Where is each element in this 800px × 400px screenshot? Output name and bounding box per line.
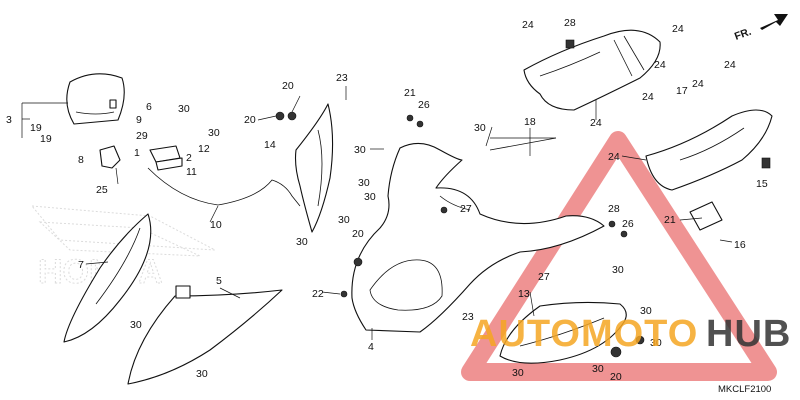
part-2-bracket <box>149 145 183 171</box>
callout-1: 1 <box>134 147 140 159</box>
callout-30: 16 <box>734 239 746 251</box>
leader-lines <box>85 86 733 340</box>
watermark-triangle <box>461 131 777 381</box>
callout-20: 20 <box>610 371 622 383</box>
callout-25: 25 <box>96 184 108 196</box>
callout-24: 24 <box>654 59 666 71</box>
part-4-front-cover <box>351 142 605 333</box>
part-15-right-panel <box>645 109 773 191</box>
callout-24: 24 <box>522 19 534 31</box>
callout-30: 30 <box>364 191 376 203</box>
callout-30: 30 <box>592 363 604 375</box>
front-direction-indicator: FR. <box>733 14 788 43</box>
callout-22: 22 <box>312 288 324 300</box>
callout-30: 30 <box>612 264 624 276</box>
callout-3: 3 <box>6 114 12 126</box>
callout-6: 6 <box>146 101 152 113</box>
callout-23: 23 <box>336 72 348 84</box>
callout-30: 30 <box>354 144 366 156</box>
callout-8: 8 <box>78 154 84 166</box>
callout-26: 26 <box>418 99 430 111</box>
callout-20: 20 <box>352 228 364 240</box>
callout-17: 24 <box>590 117 602 129</box>
callout-5: 5 <box>216 275 222 287</box>
callout-21: 21 <box>404 87 416 99</box>
callout-27: 27 <box>538 271 550 283</box>
callout-29: 29 <box>136 130 148 142</box>
callout-30: 30 <box>196 368 208 380</box>
callout-10: 10 <box>210 219 222 231</box>
callout-26: 28 <box>608 203 620 215</box>
part-10-cable <box>147 167 301 207</box>
callout-14: 14 <box>264 139 276 151</box>
callout-24: 17 <box>676 85 688 97</box>
callout-20: 30 <box>650 337 662 349</box>
callout-15: 24 <box>608 151 620 163</box>
callout-9: 9 <box>136 114 142 126</box>
part-3-visor <box>66 73 125 125</box>
callout-24: 24 <box>672 23 684 35</box>
callout-4: 4 <box>368 341 374 353</box>
callout-7: 7 <box>78 259 84 271</box>
callout-30: 30 <box>208 127 220 139</box>
callout-13: 13 <box>518 288 530 300</box>
callout-30: 30 <box>130 319 142 331</box>
callout-12: 12 <box>198 143 210 155</box>
watermark-text-1: AUTOMOTO <box>470 313 698 355</box>
fasteners <box>275 39 771 358</box>
callout-28: 28 <box>564 17 576 29</box>
callout-labels: 3 19 19 6 9 29 8 25 30 30 1 12 2 11 10 7… <box>6 17 768 383</box>
direction-label: FR. <box>733 26 753 43</box>
callout-2: 2 <box>186 152 192 164</box>
callout-27: 27 <box>460 203 472 215</box>
part-18-rod <box>489 137 557 151</box>
callout-30: 30 <box>474 122 486 134</box>
callout-19: 19 <box>40 133 52 145</box>
part-7-side-panel <box>63 213 152 343</box>
part-16-bracket <box>689 201 723 231</box>
callout-23: 30 <box>640 305 652 317</box>
callout-11: 11 <box>186 166 197 178</box>
callout-18: 18 <box>524 116 536 128</box>
part-17-upper-panel <box>523 29 661 111</box>
callout-30: 30 <box>178 103 190 115</box>
callout-20: 20 <box>244 114 256 126</box>
callout-30: 30 <box>338 214 350 226</box>
diagram-code: MKCLF2100 <box>718 384 771 395</box>
part-5-lower-cover <box>127 285 283 385</box>
callout-24: 24 <box>642 91 654 103</box>
watermark-text-2: HUB <box>706 313 791 355</box>
callout-24: 24 <box>724 59 736 71</box>
part-14-inner-panel <box>294 103 334 233</box>
part-8-bracket <box>99 145 121 185</box>
callout-20: 20 <box>282 80 294 92</box>
callout-30: 30 <box>296 236 308 248</box>
callout-19: 19 <box>30 122 42 134</box>
callout-28: 15 <box>756 178 768 190</box>
callout-30: 30 <box>358 177 370 189</box>
part-13-lower-right-cover <box>499 301 627 364</box>
callout-30: 30 <box>512 367 524 379</box>
callout-30: 23 <box>462 311 474 323</box>
callout-21: 26 <box>622 218 634 230</box>
callout-24: 24 <box>692 78 704 90</box>
callout-16: 21 <box>664 214 676 226</box>
watermark-brand: AUTOMOTO HUB <box>470 313 791 355</box>
